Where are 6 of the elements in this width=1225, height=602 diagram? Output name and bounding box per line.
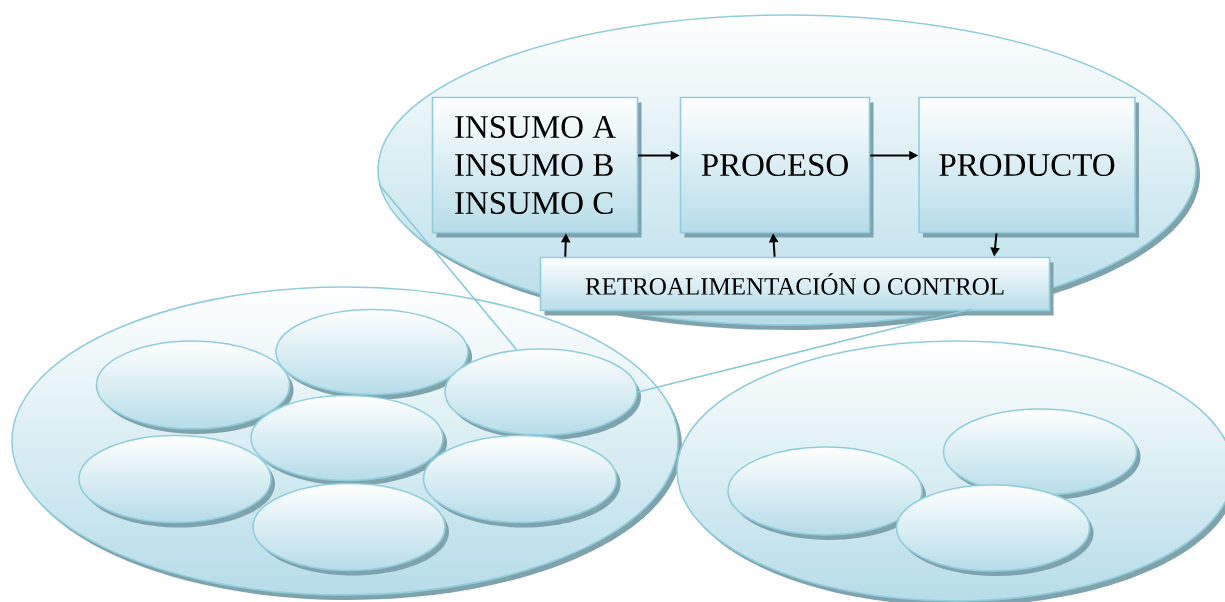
process-box: RETROALIMENTACIÓN O CONTROL — [539, 256, 1054, 316]
process-box: INSUMO A INSUMO B INSUMO C — [431, 96, 642, 238]
connector-line — [637, 308, 973, 393]
process-box: PROCESO — [679, 96, 874, 238]
connector-line — [378, 183, 518, 351]
process-box: PRODUCTO — [918, 96, 1139, 238]
